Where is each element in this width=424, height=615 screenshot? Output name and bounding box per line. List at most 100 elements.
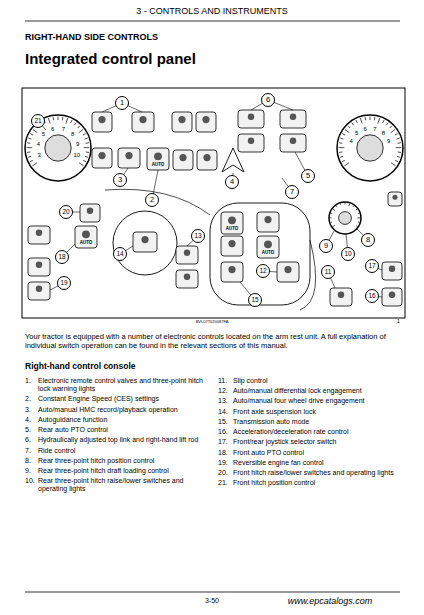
list-number: 9. [25,467,31,475]
dial-number: 7 [373,125,376,132]
switch-group-outline [210,203,310,305]
switch-glyph [203,154,210,161]
dial-tick [370,117,371,120]
dial-tick [356,208,357,210]
list-number: 11. [218,377,227,385]
list-number: 18. [218,449,228,457]
dial-tick [339,152,342,153]
dial-tick [66,118,68,123]
callout-number: 17 [365,259,379,273]
switch-icon [133,232,157,252]
list-number: 20. [218,469,228,477]
dial-tick [333,225,335,227]
switch-glyph [264,216,271,223]
dial-tick [398,152,401,153]
list-item: Transmission auto mode [233,418,405,426]
list-number: 19. [218,459,228,467]
callout-number: 2 [145,193,159,207]
dial-tick [390,126,392,128]
switch-glyph [139,116,146,123]
callout-number: 1 [115,96,129,110]
dial-tick [344,163,349,166]
switch-glyph [36,262,42,268]
list-item: Auto/manual four wheel drive engagement [233,397,405,405]
dial-tick [32,163,37,166]
list-number: 14. [218,408,228,416]
callout-text: 20 [62,209,69,216]
dial-tick [30,160,33,161]
switch-glyph [228,240,235,247]
switch-icon [221,212,243,234]
dial-tick [330,217,332,218]
dial-number: 4 [37,141,40,148]
switch-glyph [392,195,397,200]
callout-number: 19 [57,276,71,290]
dial-tick [48,118,50,123]
callout-number: 13 [191,229,205,243]
callout-number: 14 [113,247,127,261]
switch-glyph [248,114,254,120]
dial-tick [352,123,354,126]
dial-tick [356,120,357,123]
switch-marking: AUTO [262,250,275,255]
list-item: Rear auto PTO control [38,426,210,434]
autoguidance-symbol [222,148,244,172]
callout-number: 12 [256,264,270,278]
switch-glyph [284,266,291,273]
list-item: Electronic remote control valves and thr… [38,377,210,393]
callout-text: 6 [266,96,270,104]
switch-glyph [389,266,395,272]
dial-tick [58,117,59,120]
switch-glyph [184,250,190,256]
switch-glyph [290,114,296,120]
dial-ring [337,115,403,181]
switch-icon [197,150,217,170]
dial-tick [352,206,354,207]
dial-tick [27,147,33,148]
dial-tick [398,142,401,144]
switch-icon [382,262,402,280]
callout-text: 17 [368,263,375,270]
callout-number: 11 [321,265,335,279]
running-header: 3 - CONTROLS AND INSTRUMENTS [136,6,288,16]
dial-tick [348,126,350,128]
dial-tick [53,117,55,120]
dial-number: 6 [51,125,54,132]
switch-icon [196,112,216,132]
list-number: 5. [25,426,31,434]
dial-number: 7 [62,125,65,132]
dial-tick [342,134,345,136]
dial-tick [397,156,400,158]
switch-icon [28,226,50,244]
dial-tick [358,213,360,215]
dial-tick [331,213,333,215]
dial-ring [25,115,91,181]
dial-tick [78,126,80,128]
dial-ring [329,202,361,234]
switch-glyph [36,230,42,236]
dial-tick [28,138,31,139]
list-number: 6. [25,436,31,444]
dial-tick [84,147,90,148]
dial-tick [83,134,86,136]
list-item: Constant Engine Speed (CES) settings [38,395,210,403]
list-item: Hydraulically adjusted top link and righ… [38,436,210,444]
dial-tick [360,118,362,123]
figure-number: 1 [397,319,400,325]
list-item: Slip control [233,377,405,385]
switch-icon [28,258,50,276]
switch-icon [238,134,264,152]
callout-number: 3 [113,173,127,187]
callout-text: 21 [34,118,41,125]
callout-number: 4 [225,175,239,189]
list-item: Front hitch raise/lower switches and ope… [233,469,405,477]
switch-glyph [202,116,209,123]
list-number: 21. [218,479,228,487]
callout-text: 11 [325,269,332,276]
dial-tick [395,160,398,161]
switch-glyph [154,152,162,160]
callout-text: 2 [150,196,154,204]
dial-tick [86,152,89,153]
switch-glyph [179,154,186,161]
